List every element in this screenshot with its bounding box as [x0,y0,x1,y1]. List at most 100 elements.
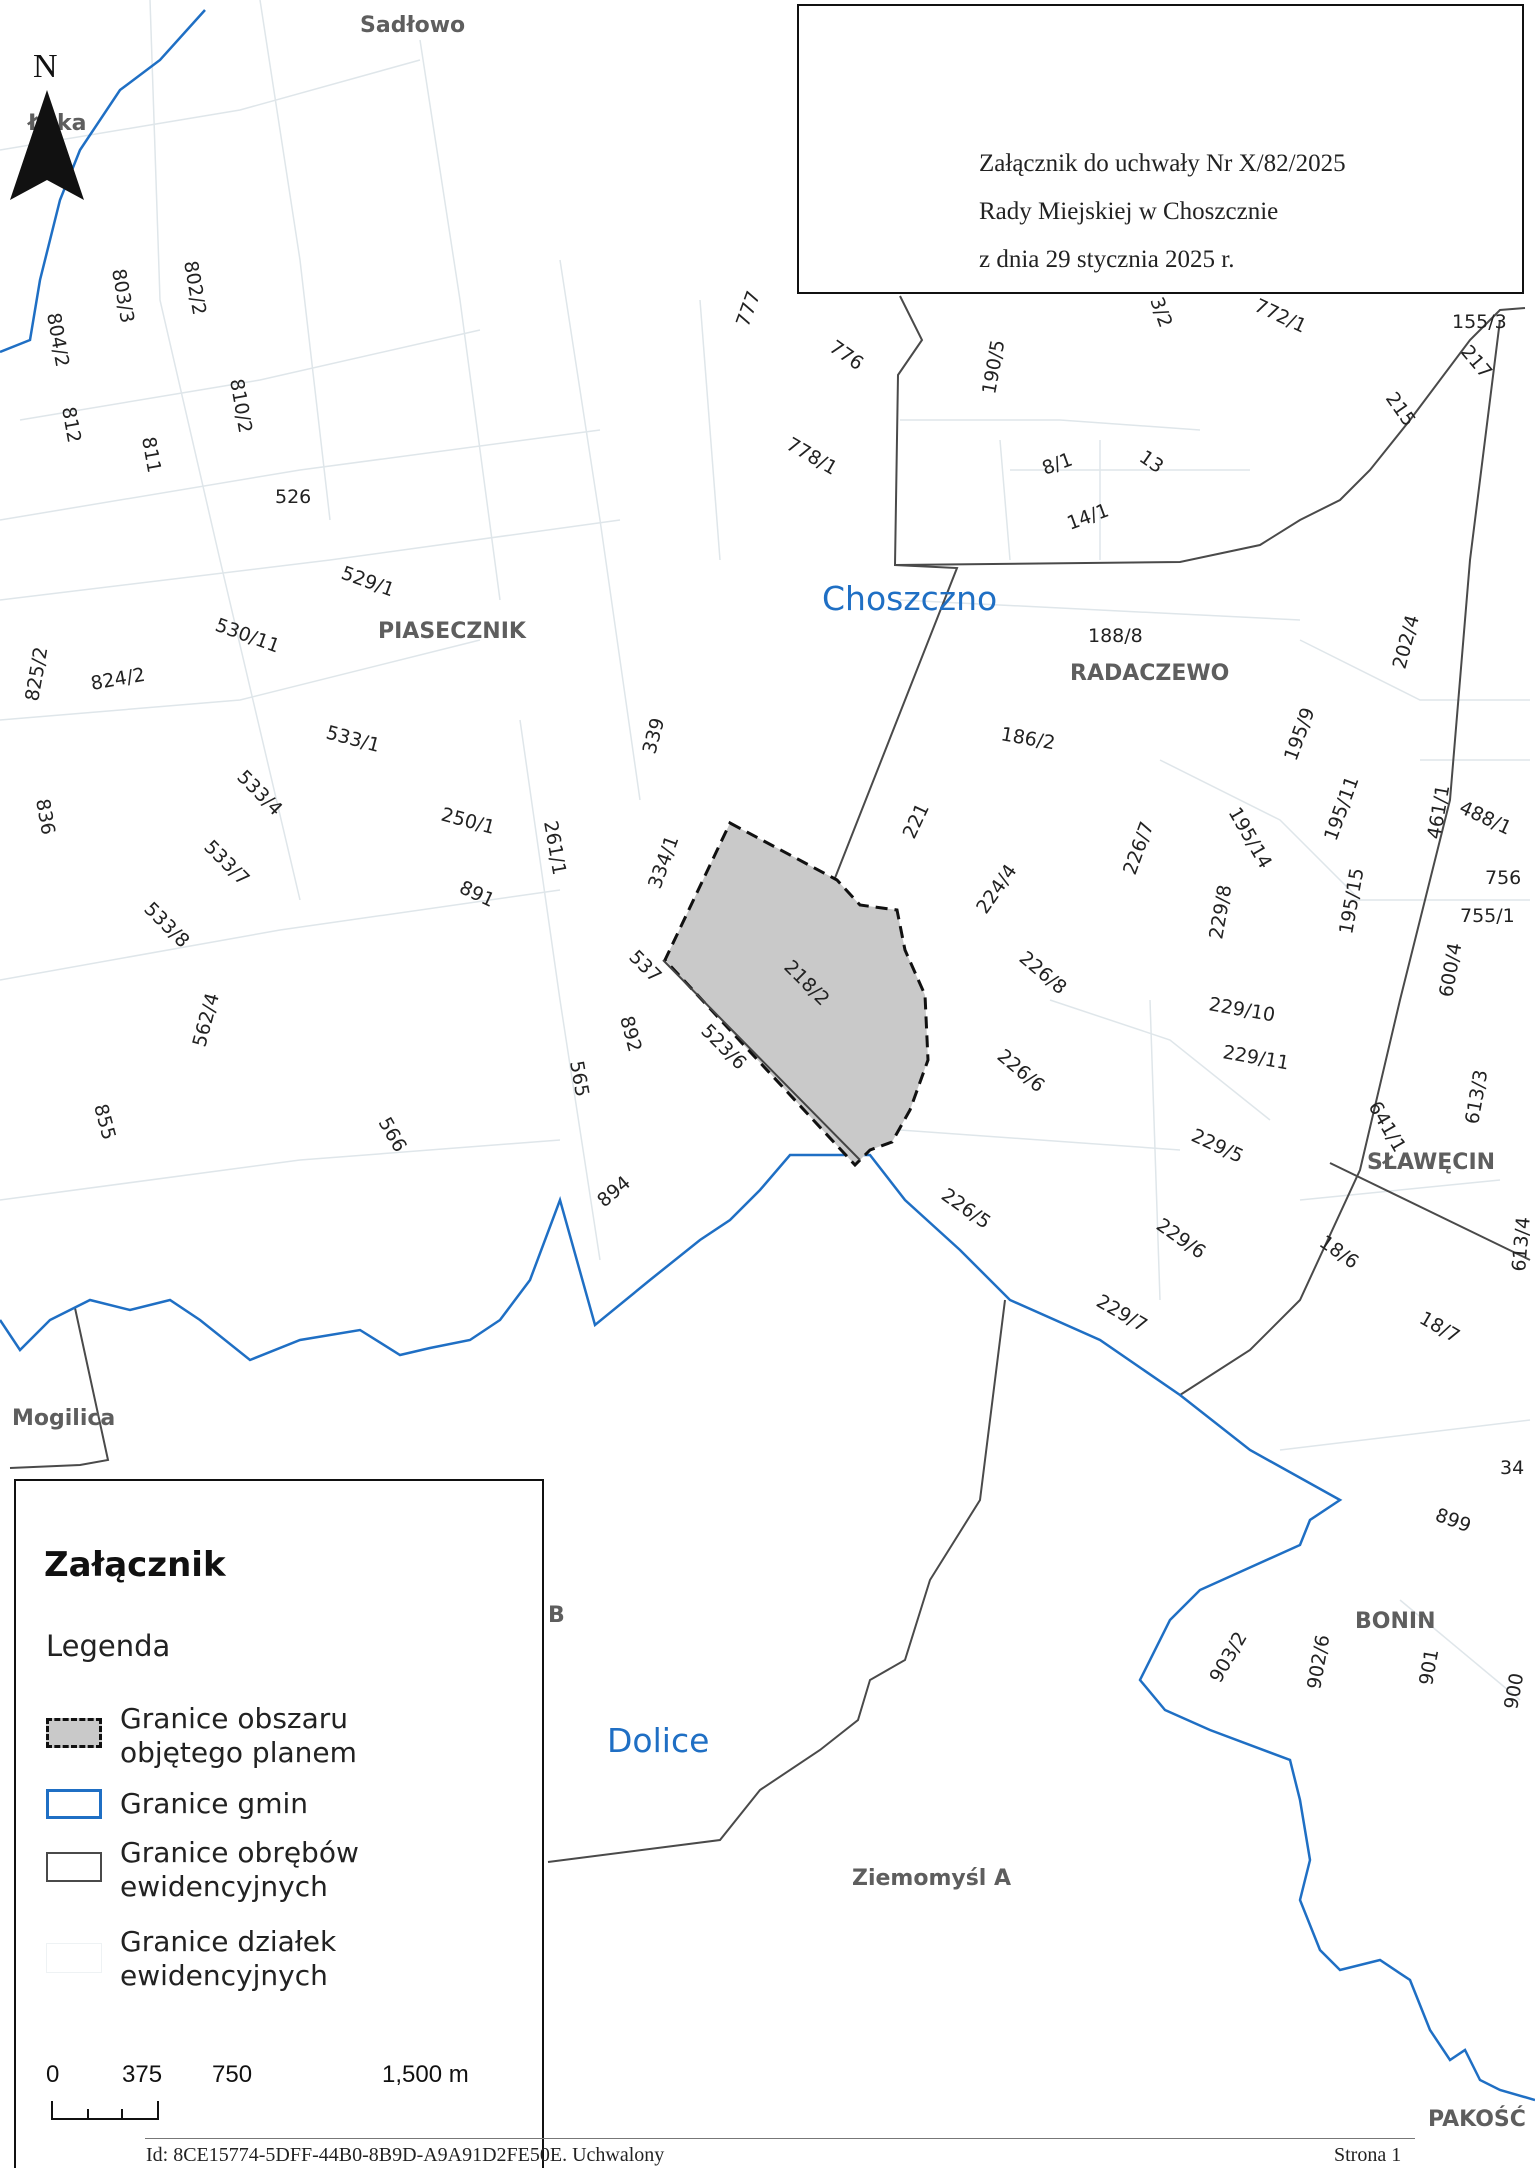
parcel-label: 565 [565,1059,593,1099]
parcel-label: 215 [1381,388,1420,430]
parcel-label: 250/1 [439,804,498,839]
legend-item-line: Granice działek [120,1925,337,1958]
parcel-label: 537 [624,946,665,987]
north-label: N [33,48,58,85]
parcel-label: 195/15 [1335,866,1368,936]
parcel-label: 901 [1415,1647,1443,1687]
parcel-label: 14/1 [1064,499,1112,534]
parcel-label: 825/2 [21,645,52,703]
parcel-label: 221 [899,800,934,842]
parcel-label: 613/3 [1461,1068,1492,1126]
parcel-label: 229/8 [1205,883,1236,941]
parcel-label: 824/2 [89,664,147,695]
legend-subheading: Legenda [46,1629,171,1663]
parcel-label: 195/9 [1280,705,1319,764]
scale-label: 750 [212,2061,253,2088]
region-label: Ziemomyśl A [852,1866,1011,1891]
region-label: PIASECZNIK [378,619,527,644]
parcel-label: 892 [615,1014,646,1055]
gmina-label: Dolice [607,1721,709,1760]
parcel-label: 261/1 [539,819,570,877]
page-number: Strona 1 [1334,2144,1402,2166]
gmina-label: Choszczno [822,579,997,618]
parcel-label: 8/1 [1039,449,1075,480]
parcel-label: 217 [1456,341,1496,383]
title-line: Rady Miejskiej w Choszcznie [979,198,1279,225]
parcel-label: 13 [1135,446,1167,478]
parcel-label: 755/1 [1460,905,1515,927]
parcel-label: 229/7 [1093,1290,1151,1336]
legend-item-label: Granice działek ewidencyjnych [120,1925,520,1993]
parcel-label: 186/2 [999,723,1057,754]
parcel-label: 566 [374,1114,411,1156]
parcel-label: 900 [1500,1671,1528,1711]
region-label: RADACZEWO [1070,661,1229,686]
parcel-label: 195/11 [1320,773,1364,843]
parcel-label: 533/4 [232,766,286,820]
gmina-boundary-swatch [46,1789,102,1819]
parcel-label: 613/4 [1508,1216,1535,1272]
parcel-label: 229/11 [1221,1041,1291,1074]
scale-bar [51,2101,159,2120]
precinct-boundaries [9,295,1531,1863]
legend-item-line: ewidencyjnych [120,1959,328,1992]
title-line: Załącznik do uchwały Nr X/82/2025 [979,150,1346,177]
parcel-label: 533/8 [139,898,193,952]
parcel-label: 903/2 [1205,1628,1251,1686]
parcel-label: 803/3 [107,267,138,325]
parcel-label: 778/1 [783,433,841,479]
legend-item-label: Granice obszaru objętego planem [120,1702,520,1770]
parcel-label: 526 [275,486,311,508]
legend-item-label: Granice gmin [120,1787,520,1821]
parcel-label: 902/6 [1303,1633,1334,1691]
parcel-label: 777 [732,288,765,330]
parcel-label: 533/7 [199,836,253,890]
parcel-label: 756 [1485,867,1521,889]
parcel-label: 810/2 [225,377,256,435]
region-label: Sadłowo [360,13,465,38]
document-id: Id: 8CE15774-5DFF-44B0-8B9D-A9A91D2FE50E… [146,2144,665,2166]
parcel-label: 772/1 [1251,295,1310,338]
parcel-label: 190/5 [978,338,1009,396]
parcel-label: 224/4 [972,860,1021,917]
legend-item-line: ewidencyjnych [120,1870,328,1903]
north-arrow-icon: N [10,48,84,200]
footer-rule [145,2138,1415,2139]
parcel-label: 226/6 [993,1045,1049,1097]
parcel-label: 533/1 [324,722,383,757]
parcel-label: 188/8 [1088,625,1143,647]
parcel-label: 461/1 [1423,783,1454,841]
parcel-label: 226/8 [1015,947,1071,999]
precinct-boundary-swatch [46,1852,102,1882]
parcel-label: 229/6 [1152,1214,1209,1263]
plan-area [663,820,930,1168]
parcel-label: 226/5 [937,1184,994,1233]
legend-item-line: Granice gmin [120,1787,308,1820]
legend-heading: Załącznik [44,1545,226,1585]
region-label: SŁAWĘCIN [1367,1150,1495,1175]
parcel-label: 894 [593,1172,635,1212]
legend-item-line: objętego planem [120,1736,357,1769]
plan-area-swatch [46,1718,102,1748]
legend-item-label: Granice obrębów ewidencyjnych [120,1836,520,1904]
parcel-label: 3/2 [1145,294,1176,330]
parcel-label: 229/5 [1188,1125,1247,1168]
region-label: BONIN [1355,1609,1435,1634]
scale-label: 1,500 m [382,2061,469,2088]
parcel-label: 812 [57,405,85,445]
parcel-label: 811 [137,435,165,475]
parcel-label: 530/11 [212,614,282,658]
parcel-boundary-swatch [46,1943,102,1973]
title-line: z dnia 29 stycznia 2025 r. [979,246,1235,273]
region-label: B [548,1603,565,1628]
title-box: Załącznik do uchwały Nr X/82/2025 Rady M… [797,4,1524,294]
parcel-label: 899 [1432,1504,1474,1537]
parcel-label: 804/2 [42,311,73,369]
parcel-label: 776 [825,336,867,375]
scale-label: 0 [46,2061,60,2088]
parcel-label: 18/6 [1315,1231,1363,1273]
legend-item-line: Granice obrębów [120,1836,359,1869]
parcel-label: 600/4 [1435,941,1466,999]
plan-area-link [662,959,861,1161]
